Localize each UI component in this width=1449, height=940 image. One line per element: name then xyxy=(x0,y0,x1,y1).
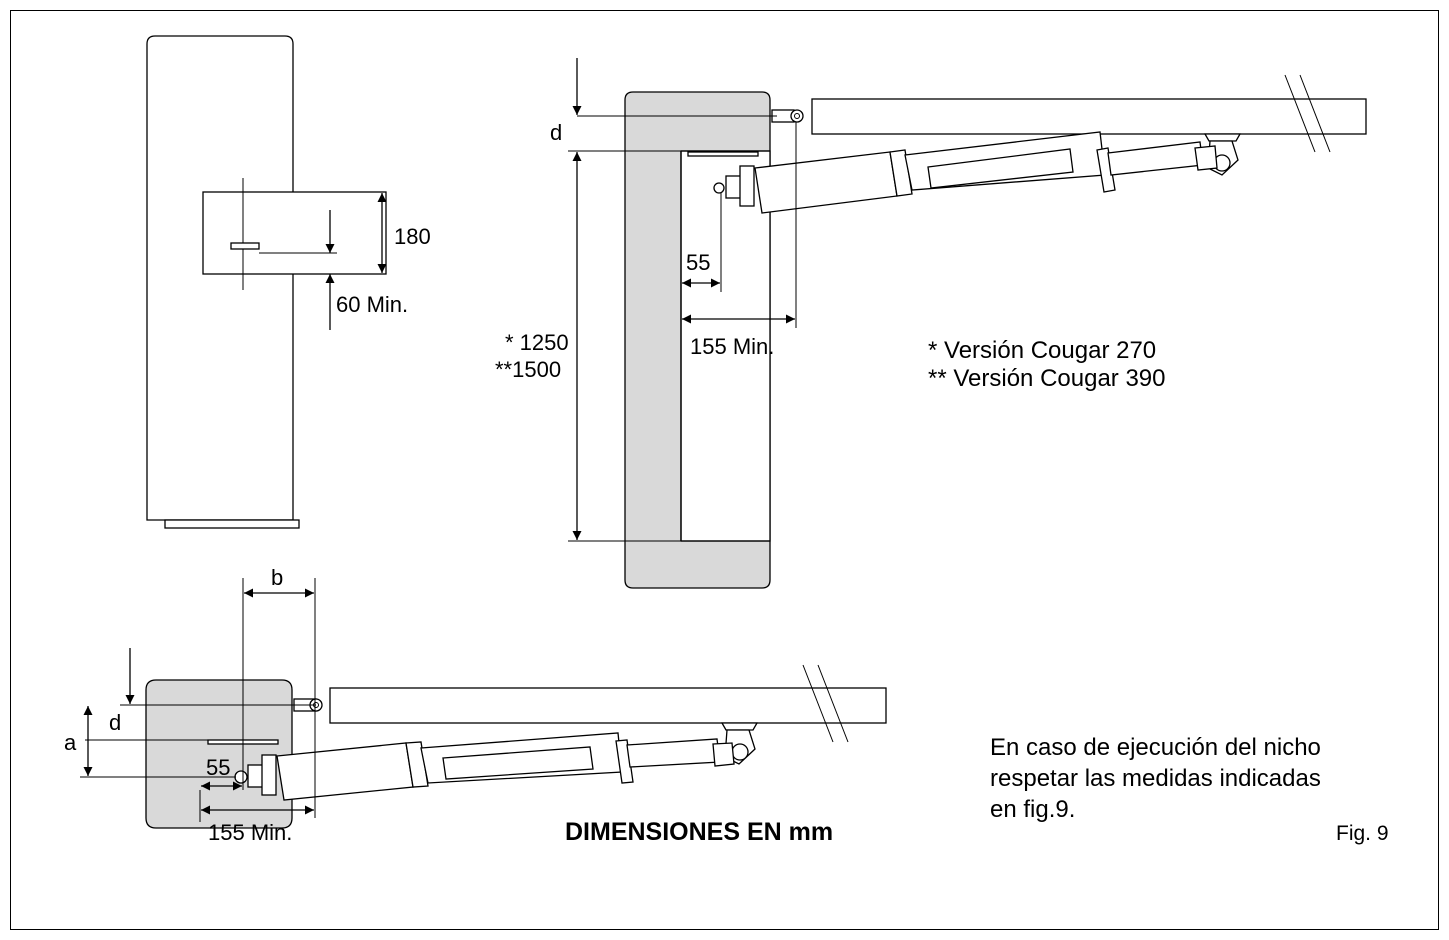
dim-b-label: b xyxy=(271,565,283,590)
niche-note-line3: en fig.9. xyxy=(990,796,1075,823)
dim-155-min-top-label: 155 Min. xyxy=(690,334,774,359)
pillar-front-view xyxy=(146,35,387,529)
slot-marker xyxy=(230,242,260,250)
plan-view xyxy=(80,578,887,829)
figure-frame xyxy=(10,10,1439,930)
pillar-side-view xyxy=(568,58,1367,589)
dim-155-min-bottom-label: 155 Min. xyxy=(208,820,292,845)
dim-55-bottom-label: 55 xyxy=(206,755,230,780)
boom-arm-bottom xyxy=(329,687,887,724)
figure-label: Fig. 9 xyxy=(1336,822,1389,845)
boom-arm-top xyxy=(811,98,1367,135)
niche-plate xyxy=(202,191,387,275)
dim-180-label: 180 xyxy=(394,224,431,249)
dim-1500-label: **1500 xyxy=(495,357,561,382)
niche-note-line2: respetar las medidas indicadas xyxy=(990,765,1321,792)
dim-60-min-label: 60 Min. xyxy=(336,292,408,317)
actuator-top xyxy=(687,131,1218,214)
version-390-note: ** Versión Cougar 390 xyxy=(928,365,1166,392)
dim-1250-label: * 1250 xyxy=(505,330,569,355)
niche-note-line1: En caso de ejecución del nicho xyxy=(990,734,1321,761)
dimensions-title: DIMENSIONES EN mm xyxy=(565,818,833,846)
version-270-note: * Versión Cougar 270 xyxy=(928,337,1156,364)
dim-a-label: a xyxy=(64,730,77,755)
actuator-bottom xyxy=(207,732,735,801)
dim-d-top-label: d xyxy=(550,120,562,145)
dim-d-bottom-label: d xyxy=(109,710,121,735)
dim-55-top-label: 55 xyxy=(686,250,710,275)
